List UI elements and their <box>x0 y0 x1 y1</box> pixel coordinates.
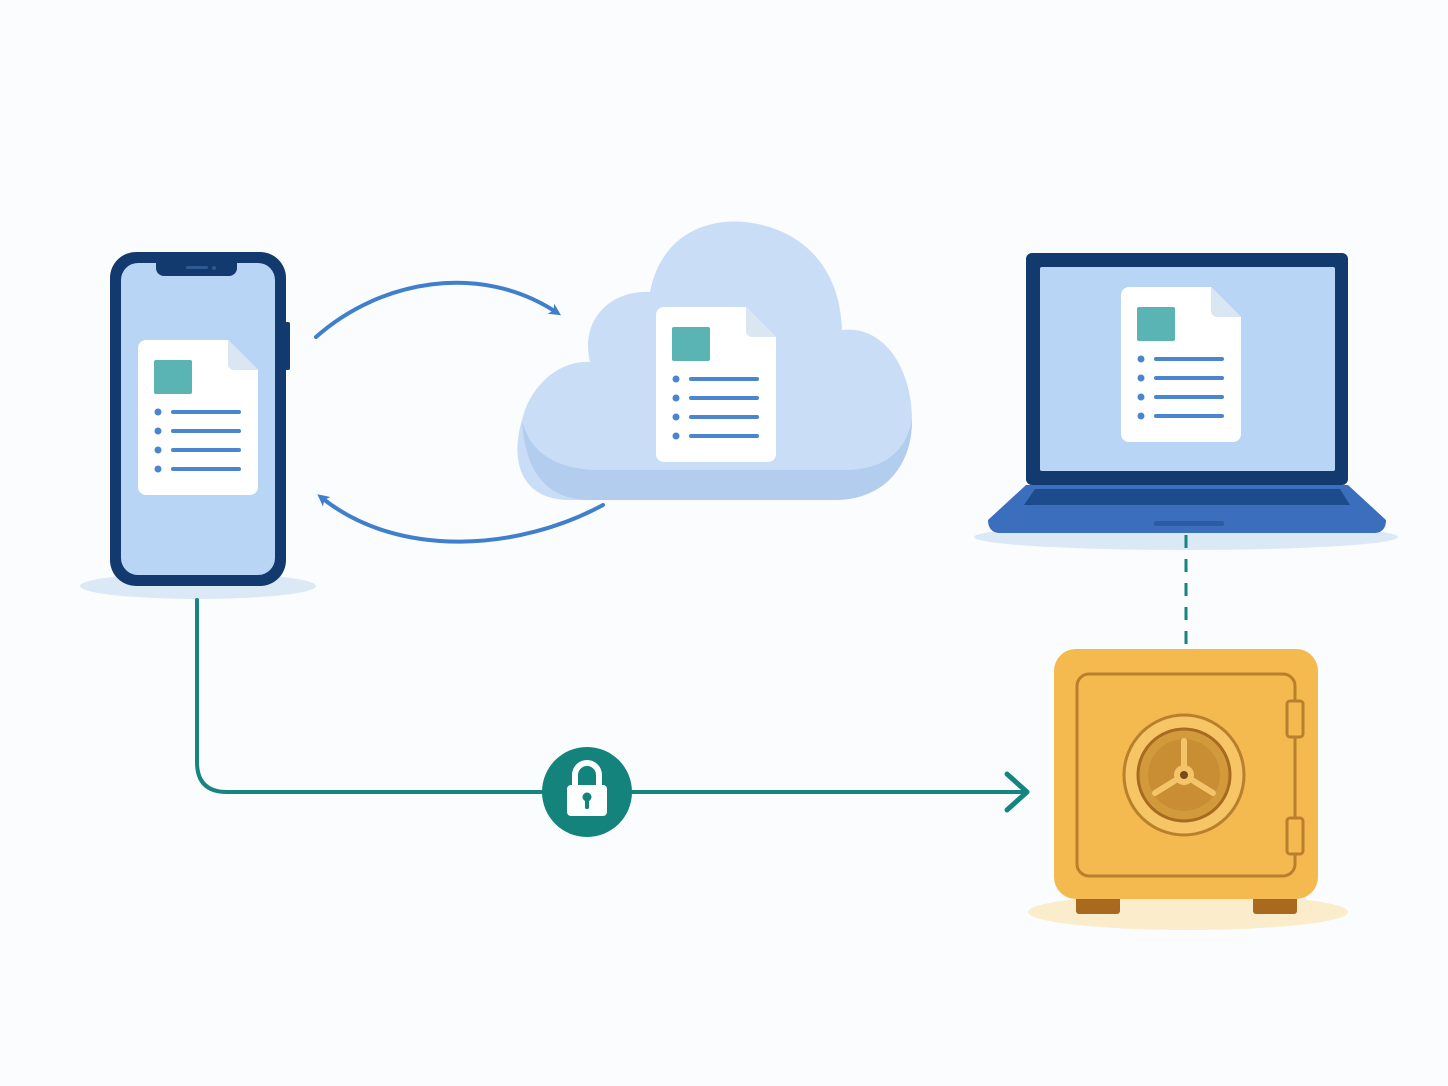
sync-arrow-cloud-to-phone <box>317 494 605 544</box>
cloud-icon <box>517 221 912 500</box>
document-bullet <box>1137 374 1145 382</box>
document-bullet <box>672 375 680 383</box>
document-fold <box>1211 287 1241 317</box>
document-line <box>171 448 241 452</box>
laptop-keyboard <box>1024 489 1350 505</box>
safe-hinge-top <box>1285 699 1305 739</box>
transfer-arrowhead <box>1004 771 1030 813</box>
document-thumbnail <box>672 327 710 361</box>
document-bullet <box>154 408 162 416</box>
secure-transfer-line <box>195 598 1024 794</box>
document-line <box>689 377 759 381</box>
document-bullet <box>672 394 680 402</box>
document-bullet <box>154 427 162 435</box>
document-line <box>1154 376 1224 380</box>
document-fold <box>746 307 776 337</box>
document-icon <box>138 340 258 495</box>
laptop-icon <box>988 253 1386 533</box>
document-bullet <box>1137 393 1145 401</box>
sync-arrow-phone-to-cloud <box>314 280 562 339</box>
document-line <box>1154 357 1224 361</box>
document-bullet <box>154 465 162 473</box>
document-bullet <box>1137 412 1145 420</box>
document-icon <box>656 307 776 462</box>
document-bullet <box>1137 355 1145 363</box>
document-line <box>171 467 241 471</box>
document-line <box>171 429 241 433</box>
document-thumbnail <box>154 360 192 394</box>
document-bullet <box>672 413 680 421</box>
padlock-icon <box>542 747 632 837</box>
smartphone-icon <box>110 252 290 586</box>
document-fold <box>228 340 258 370</box>
document-line <box>171 410 241 414</box>
safe-vault-icon <box>1054 649 1318 914</box>
document-bullet <box>154 446 162 454</box>
document-line <box>689 396 759 400</box>
document-line <box>1154 414 1224 418</box>
laptop-trackpad-notch <box>1154 521 1224 526</box>
safe-hinge-bottom <box>1285 816 1305 856</box>
document-line <box>689 415 759 419</box>
document-line <box>1154 395 1224 399</box>
document-thumbnail <box>1137 307 1175 341</box>
safe-dial-icon <box>1122 713 1246 837</box>
document-line <box>689 434 759 438</box>
document-bullet <box>672 432 680 440</box>
document-icon <box>1121 287 1241 442</box>
